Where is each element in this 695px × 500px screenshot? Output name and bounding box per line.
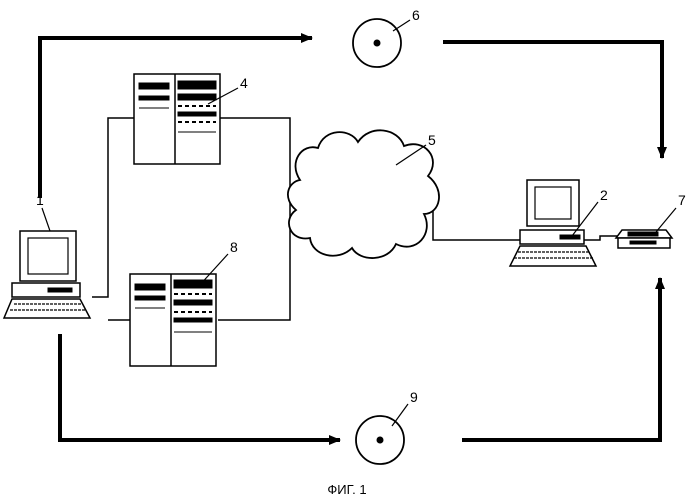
figure-caption: ФИГ. 1 [327,482,366,497]
label-7: 7 [678,192,686,208]
server-4 [134,74,220,164]
computer-2 [510,180,596,266]
label-1: 1 [36,192,44,208]
arrow-top-right [443,42,662,158]
device-7 [616,230,672,248]
computer-1 [4,231,90,318]
network-cloud [288,130,439,258]
server-8 [130,274,216,366]
disc-6 [353,19,401,67]
label-9: 9 [410,389,418,405]
label-6: 6 [412,7,420,23]
label-4: 4 [240,75,248,91]
disc-9 [356,416,404,464]
label-8: 8 [230,239,238,255]
label-5: 5 [428,132,436,148]
label-2: 2 [600,187,608,203]
arrow-bottom-right [462,278,660,440]
